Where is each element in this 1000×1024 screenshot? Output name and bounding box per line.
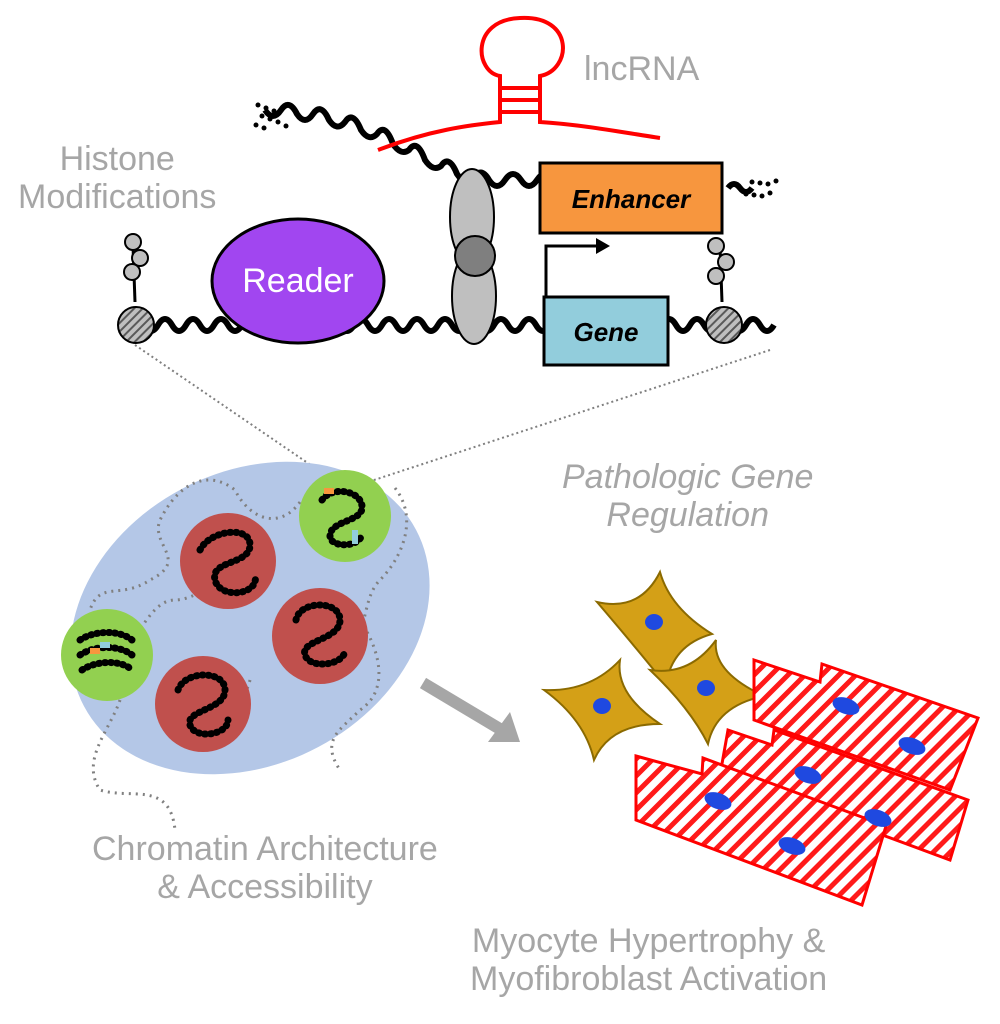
fibroblast-nucleus xyxy=(645,614,663,630)
cardiomyocytes xyxy=(634,657,980,907)
zoom-line-right xyxy=(367,349,771,483)
chromatin-architecture-label: Chromatin Architecture & Accessibility xyxy=(92,830,438,906)
gene-label: Gene xyxy=(573,317,638,347)
pathologic-gene-regulation-label: Pathologic Gene Regulation xyxy=(562,458,813,534)
lncrna-label: lncRNA xyxy=(584,50,700,88)
enhancer-label: Enhancer xyxy=(572,184,692,214)
gene-mark-open xyxy=(352,530,358,544)
fibroblast-nucleus xyxy=(697,680,715,696)
myocyte-nucleus xyxy=(794,766,822,784)
myocyte-hypertrophy-label: Myocyte Hypertrophy & Myofibroblast Acti… xyxy=(470,922,827,998)
lower-dna-strand xyxy=(127,316,777,334)
histone-label-line2: Modifications xyxy=(18,178,217,217)
chromatin-coils xyxy=(76,488,366,738)
histone-left xyxy=(117,233,155,344)
enhancer-mark-open xyxy=(324,488,334,494)
myocyte-1 xyxy=(752,657,980,792)
dna-schematic: Reader Enhancer Gene xyxy=(117,15,779,483)
dna-end-dots xyxy=(253,102,779,199)
gene-box xyxy=(542,295,670,367)
enhancer-mark-left xyxy=(90,648,100,654)
myocyte-nucleus xyxy=(864,809,892,827)
histone-modifications-label: Histone Modifications xyxy=(18,140,216,216)
nucleus xyxy=(61,461,430,831)
myocyte-nucleus xyxy=(778,837,806,855)
pathologic-label-line2: Regulation xyxy=(606,496,769,535)
myocyte-nucleus xyxy=(704,792,732,810)
histone-right xyxy=(705,237,743,344)
myofibroblasts xyxy=(540,569,768,764)
myocyte-nucleus xyxy=(832,697,860,715)
gene-mark-left xyxy=(100,642,110,648)
open-chromatin-domains xyxy=(61,470,391,701)
arrow-head xyxy=(596,238,610,254)
chromatin-label-line1: Chromatin Architecture xyxy=(92,830,438,868)
zoom-line-left xyxy=(134,344,319,471)
lncrna-strand xyxy=(377,15,661,152)
lncrna-stem-rungs xyxy=(500,86,540,114)
transcription-start-arrow xyxy=(544,244,596,298)
reader-protein xyxy=(210,217,386,345)
chromatin-label-line2: & Accessibility xyxy=(157,868,373,907)
fibroblast-nucleus xyxy=(593,698,611,714)
upper-dna-strand xyxy=(262,101,588,189)
transition-arrow xyxy=(419,677,520,742)
pathologic-label-line1: Pathologic Gene xyxy=(562,458,814,496)
myocyte-label-line1: Myocyte Hypertrophy & xyxy=(471,922,826,960)
histone-label-line1: Histone xyxy=(59,140,175,178)
reader-label: Reader xyxy=(242,262,354,300)
upper-dna-strand-right xyxy=(725,181,755,195)
enhancer-box xyxy=(538,161,724,235)
myocyte-nucleus xyxy=(898,737,926,755)
looping-protein-core xyxy=(454,235,496,277)
myocyte-label-line2: Myofibroblast Activation xyxy=(470,960,828,999)
